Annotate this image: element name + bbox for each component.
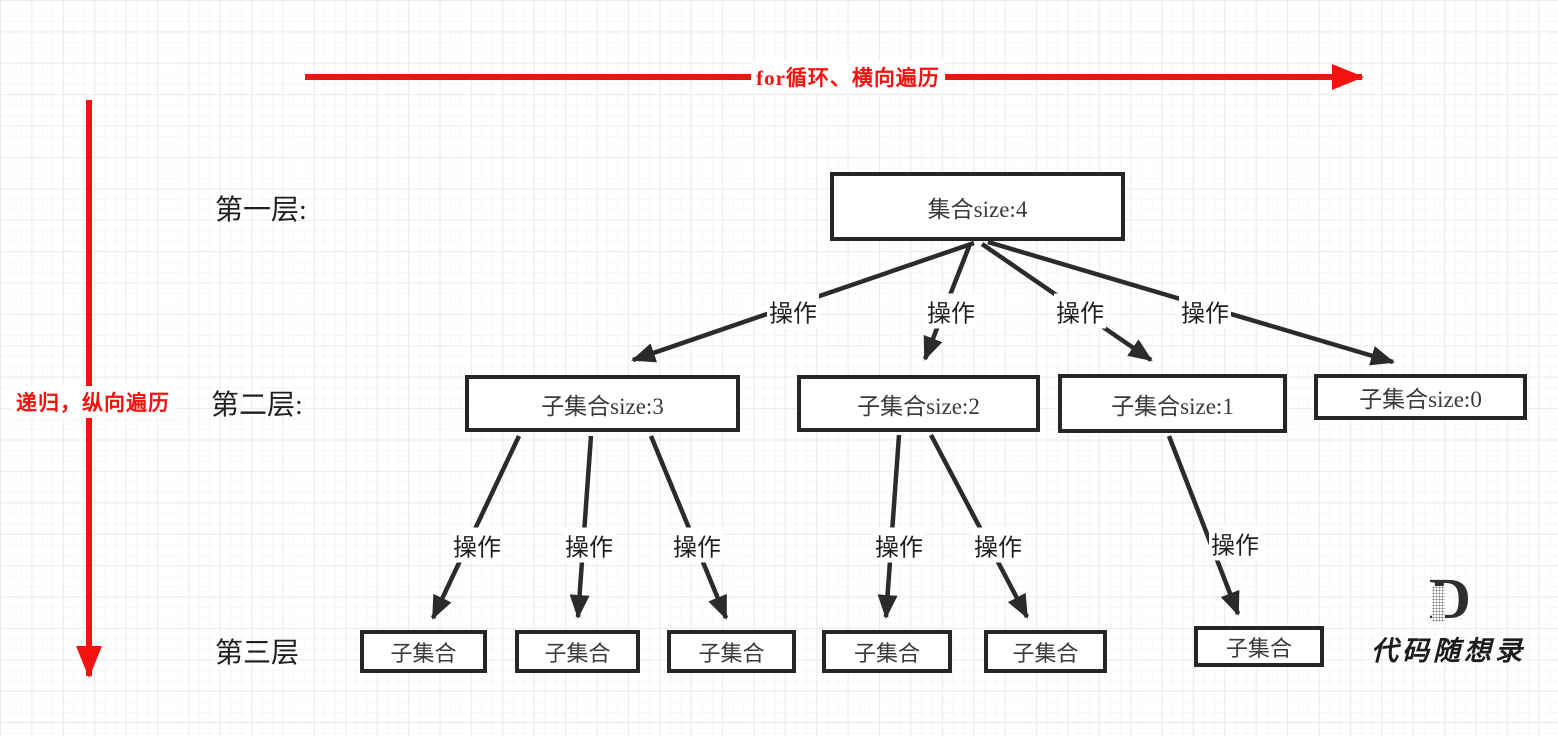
edge-label-operation-6: 操作 bbox=[563, 527, 615, 563]
tree-node-level1-set: 集合size:4 bbox=[830, 172, 1125, 241]
edge-label-operation-10: 操作 bbox=[1209, 525, 1261, 561]
watermark-logo-halftone bbox=[1432, 586, 1445, 622]
horizontal-flow-label: for循环、横向遍历 bbox=[751, 61, 945, 93]
layer2-caption: 第二层: bbox=[211, 390, 303, 421]
edge-label-operation-3: 操作 bbox=[1054, 293, 1106, 329]
tree-node-level3-subset-2: 子集合 bbox=[515, 630, 640, 673]
tree-node-level3-subset-3: 子集合 bbox=[667, 630, 796, 673]
tree-node-level2-subset3: 子集合size:3 bbox=[465, 375, 740, 432]
edge-label-operation-4: 操作 bbox=[1179, 293, 1231, 329]
tree-node-level2-subset1: 子集合size:1 bbox=[1058, 374, 1287, 433]
tree-node-level3-subset-1: 子集合 bbox=[360, 630, 487, 673]
tree-edges-level1-level2 bbox=[631, 239, 1395, 366]
edge-label-operation-1: 操作 bbox=[767, 293, 819, 329]
tree-node-level2-subset0: 子集合size:0 bbox=[1314, 374, 1527, 420]
tree-node-level3-subset-6: 子集合 bbox=[1194, 626, 1324, 667]
edge-label-operation-5: 操作 bbox=[451, 527, 503, 563]
layer1-caption: 第一层: bbox=[215, 195, 307, 226]
edge-label-operation-2: 操作 bbox=[925, 293, 977, 329]
tree-node-level3-subset-5: 子集合 bbox=[984, 630, 1107, 673]
vertical-flow-label: 递归，纵向遍历 bbox=[11, 386, 175, 418]
layer3-caption: 第三层 bbox=[215, 638, 300, 669]
tree-node-level3-subset-4: 子集合 bbox=[822, 630, 952, 673]
edge-label-operation-8: 操作 bbox=[873, 527, 925, 563]
tree-edges-level2-level3 bbox=[430, 433, 1241, 620]
edge-label-operation-7: 操作 bbox=[671, 527, 723, 563]
edge-label-operation-9: 操作 bbox=[972, 527, 1024, 563]
tree-node-level2-subset2: 子集合size:2 bbox=[797, 375, 1040, 432]
watermark-site-name: 代码随想录 bbox=[1371, 636, 1526, 666]
